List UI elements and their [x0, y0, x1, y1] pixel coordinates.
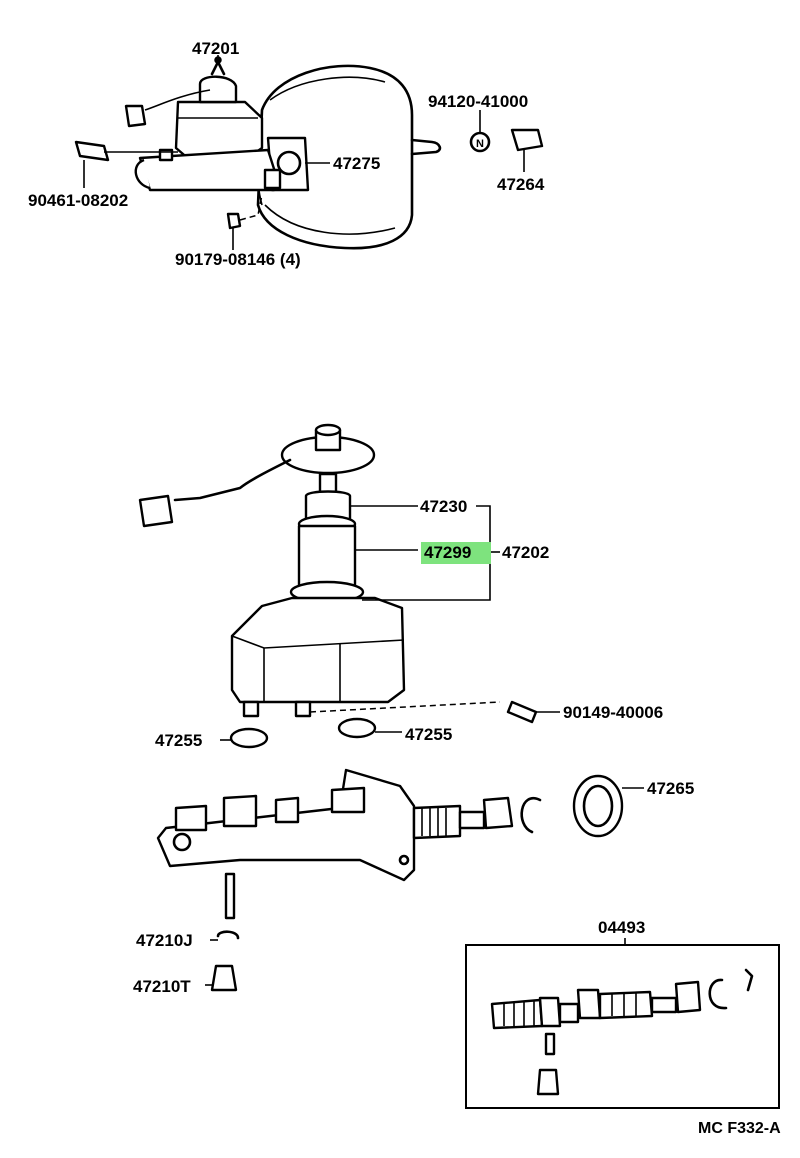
- label-47255-left: 47255: [155, 731, 202, 750]
- strainer-47230-drawing: [304, 490, 352, 522]
- bolt-90179-drawing: [226, 212, 242, 230]
- label-47265: 47265: [647, 779, 694, 798]
- grommet-47255-left: [229, 727, 269, 749]
- nut-mark: N: [476, 138, 484, 150]
- label-90179-08146: 90179-08146 (4): [175, 250, 301, 269]
- label-47230: 47230: [420, 497, 467, 516]
- repair-kit-box: [465, 938, 780, 1109]
- label-90461-08202: 90461-08202: [28, 191, 128, 210]
- sleeve-47299-drawing: [289, 514, 365, 604]
- clevis-47264-drawing: [510, 128, 544, 152]
- leader-90179-dash: [239, 194, 263, 221]
- label-90149-40006: 90149-40006: [563, 703, 663, 722]
- main-assembly: [138, 423, 644, 992]
- master-cylinder-small-drawing: [124, 56, 282, 192]
- label-47210t: 47210T: [133, 977, 191, 996]
- top-assembly: N: [74, 55, 544, 250]
- label-47299: 47299: [424, 543, 471, 562]
- screw-90149-drawing: [506, 700, 538, 724]
- pin-47210j-drawing: [224, 872, 236, 920]
- cylinder-body-drawing: [156, 768, 416, 882]
- repair-kit-parts-drawing: [490, 968, 754, 1096]
- union-47210t-drawing: [210, 964, 238, 992]
- clip-90461-drawing: [74, 140, 110, 162]
- label-47255-right: 47255: [405, 725, 452, 744]
- nut-94120-drawing: N: [469, 131, 491, 153]
- boot-47265-drawing: [572, 774, 624, 838]
- label-94120-41000: 94120-41000: [428, 92, 528, 111]
- label-47201: 47201: [192, 39, 239, 58]
- reservoir-tank-drawing: [230, 596, 406, 718]
- label-47264: 47264: [497, 175, 545, 194]
- snap-ring-drawing: [520, 796, 542, 834]
- piston-spring-drawing: [412, 796, 514, 840]
- leader-90149-dash: [309, 701, 501, 713]
- label-47299-highlight: [421, 542, 491, 564]
- label-47210j: 47210J: [136, 931, 193, 950]
- label-04493: 04493: [598, 918, 645, 937]
- repair-kit-frame: [465, 944, 780, 1109]
- grommet-47255-right: [337, 717, 377, 739]
- reservoir-cap-drawing: [138, 423, 376, 528]
- label-47202: 47202: [502, 543, 549, 562]
- figure-code: MC F332-A: [698, 1120, 781, 1137]
- clip-47210j-drawing: [216, 930, 240, 940]
- label-47275: 47275: [333, 154, 380, 173]
